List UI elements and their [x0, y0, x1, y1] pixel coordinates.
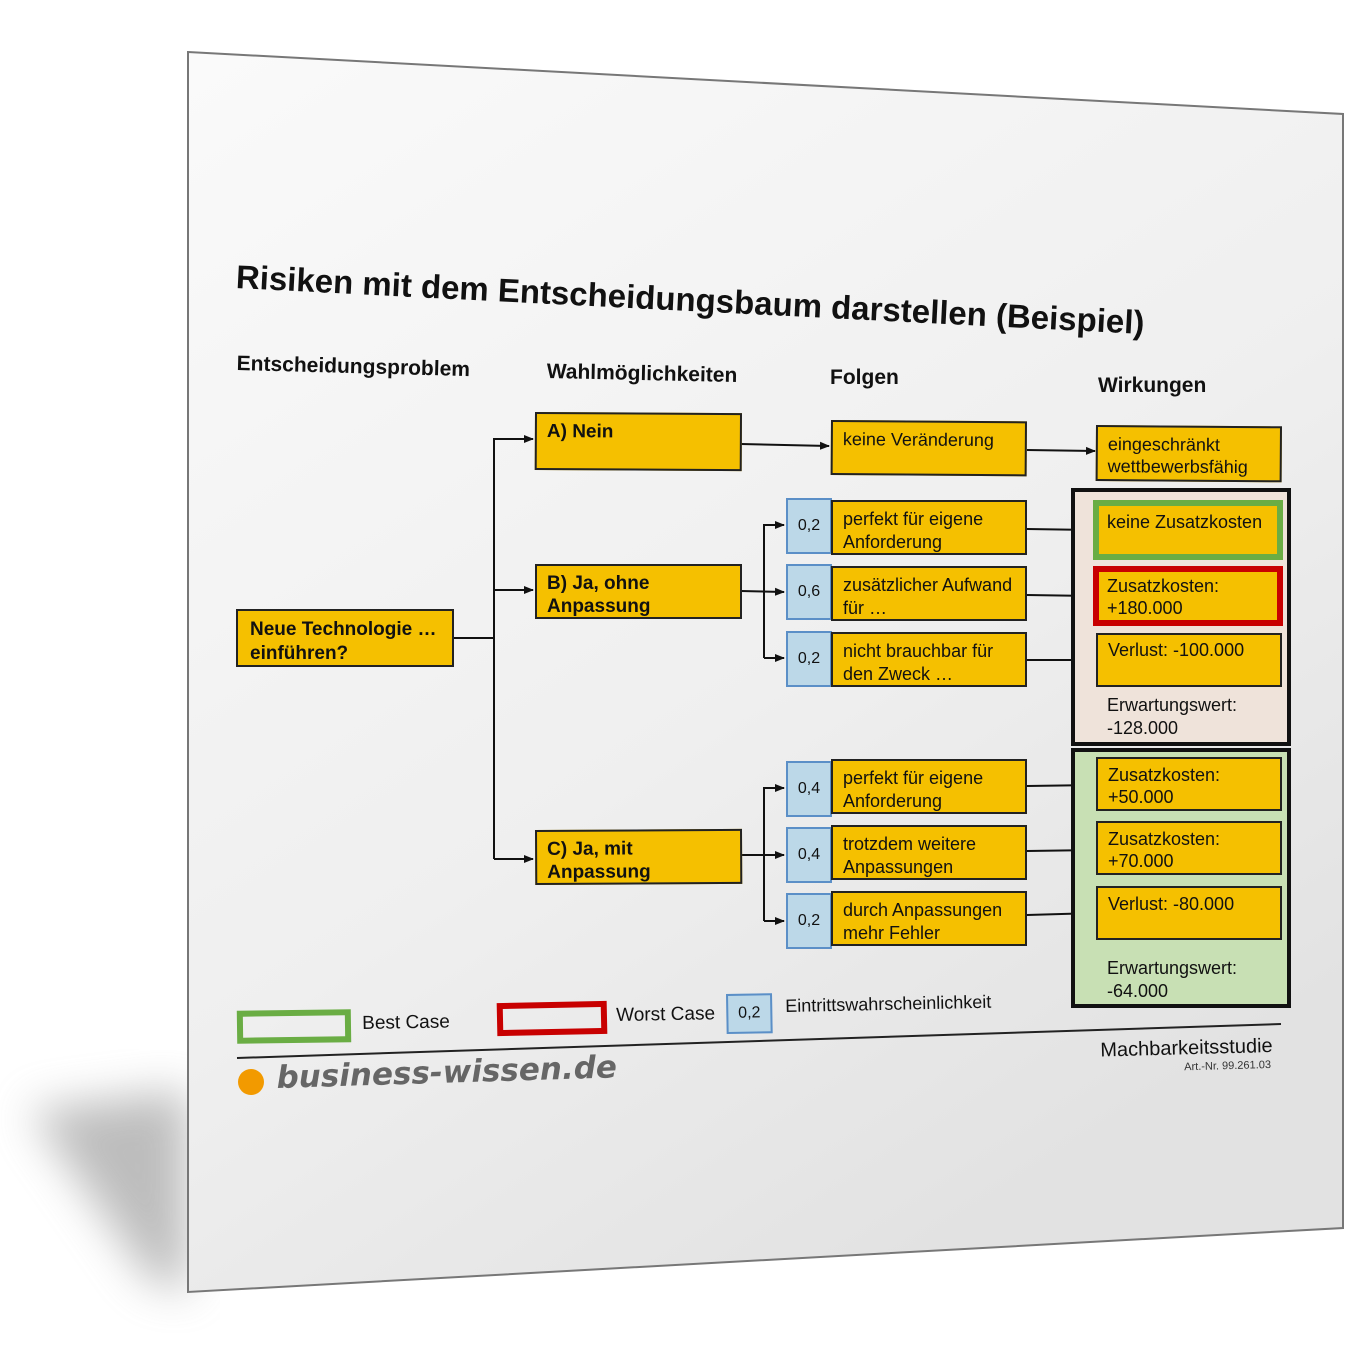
branch-b-probability-1: 0,2: [786, 498, 832, 554]
branch-c-effect-2: Zusatzkosten: +70.000: [1096, 821, 1282, 875]
branch-b-effect-3: Verlust: -100.000: [1096, 633, 1282, 687]
legend-worst-case-swatch: [496, 1000, 608, 1037]
branch-c-probability-3: 0,2: [786, 893, 832, 949]
branch-b-effect-1-best-case: keine Zusatzkosten: [1093, 500, 1283, 560]
branch-c-consequence-3: durch Anpassungen mehr Fehler: [831, 891, 1027, 946]
option-a-box: A) Nein: [534, 412, 742, 472]
branch-c-effect-3: Verlust: -80.000: [1096, 886, 1282, 940]
branch-c-effect-1: Zusatzkosten: +50.000: [1096, 757, 1282, 811]
branch-b-probability-2: 0,6: [786, 564, 832, 620]
legend-worst-case-label: Worst Case: [616, 1003, 716, 1026]
branch-c-expected-value: -64.000: [1107, 981, 1169, 1001]
sheet: [187, 50, 1344, 1294]
option-b-box: B) Ja, ohne Anpassung: [535, 564, 742, 619]
branch-a-effect-box: eingeschränkt wettbewerbsfähig: [1095, 425, 1282, 483]
branch-c-expected-value-label: Erwartungswert:: [1107, 958, 1238, 978]
legend-best-case-label: Best Case: [362, 1011, 451, 1034]
root-decision-box: Neue Technologie … einführen?: [236, 609, 454, 667]
legend-best-case-swatch: [236, 1009, 352, 1044]
footer-divider: [236, 1023, 1282, 1059]
branch-b-effect-2-worst-case: Zusatzkosten: +180.000: [1093, 566, 1283, 626]
branch-b-expected-value: -128.000: [1107, 718, 1179, 738]
branch-b-consequence-1: perfekt für eigene Anforderung: [831, 500, 1027, 555]
column-header-options: Wahlmöglichkeiten: [546, 360, 738, 387]
branch-b-probability-3: 0,2: [786, 631, 832, 687]
legend-probability-swatch: 0,2: [726, 993, 773, 1034]
article-number: Art.-Nr. 99.261.03: [1184, 1059, 1272, 1074]
branch-c-probability-2: 0,4: [786, 827, 832, 883]
column-header-effects: Wirkungen: [1098, 374, 1207, 397]
branch-a-consequence-box: keine Veränderung: [830, 420, 1027, 477]
branch-c-consequence-2: trotzdem weitere Anpassungen: [831, 825, 1027, 880]
branch-b-consequence-2: zusätzlicher Aufwand für …: [831, 566, 1027, 621]
sheet-shadow: [30, 1090, 188, 1292]
legend-probability-label: Eintrittswahrscheinlichkeit: [785, 991, 992, 1016]
branch-b-consequence-3: nicht brauchbar für den Zweck …: [831, 632, 1027, 687]
brand-dot-icon: [238, 1069, 264, 1095]
option-c-box: C) Ja, mit Anpassung: [535, 828, 743, 885]
branch-b-expected-value-label: Erwartungswert:: [1107, 695, 1238, 715]
column-header-consequences: Folgen: [830, 366, 899, 389]
document-title: Machbarkeitsstudie: [1099, 1035, 1273, 1062]
branch-c-probability-1: 0,4: [786, 761, 832, 817]
branch-c-consequence-1: perfekt für eigene Anforderung: [831, 759, 1027, 814]
